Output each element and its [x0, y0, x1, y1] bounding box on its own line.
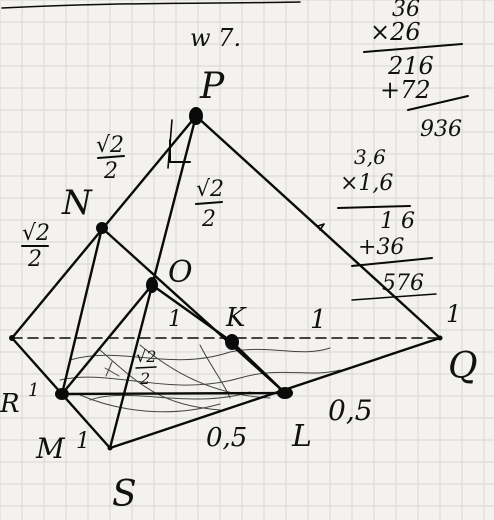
fraction-rn-num: √2: [22, 221, 50, 246]
fraction-pn: √2 2: [96, 133, 125, 184]
fraction-pn-den: 2: [103, 159, 118, 184]
label-m: M: [35, 432, 66, 465]
label-r: R: [0, 389, 20, 419]
calc-b-mult: ×1,6: [340, 171, 393, 196]
calc-a-partial2: +72: [380, 76, 431, 104]
fraction-rn: √2 2: [21, 221, 50, 272]
vertex-r: [9, 335, 15, 341]
calc-b-top: 3,6: [354, 145, 386, 169]
calc-b-result: 576: [382, 271, 424, 296]
calc-b-partial2: +36: [358, 235, 404, 260]
edge-pq: [194, 114, 442, 340]
calc-a-partial1: 216: [387, 52, 434, 80]
edge-length-labels: 1 1 1 1 1 0,5 0,5: [28, 300, 461, 454]
vertex-l: [277, 387, 293, 399]
calc-a-mult: ×26: [370, 18, 421, 46]
label-lq: 0,5: [328, 394, 373, 427]
edge-nm: [60, 226, 104, 396]
label-m-side: 1: [76, 429, 90, 454]
vertex-k: [225, 334, 239, 350]
label-sl: 0,5: [206, 423, 247, 453]
calc-a-result: 936: [420, 117, 462, 142]
fraction-po-num: √2: [196, 177, 224, 202]
label-q-corner: 1: [446, 300, 461, 328]
edge-n-to-p-tick2: [167, 119, 173, 169]
vertex-dots: [9, 107, 443, 451]
label-p: P: [199, 66, 225, 107]
edge-pq-arrow: [317, 223, 325, 231]
vertex-p: [189, 107, 203, 125]
vertex-n: [96, 222, 108, 234]
fraction-base: √2 2: [135, 347, 157, 388]
base-shading: [59, 344, 341, 413]
fraction-rn-den: 2: [27, 247, 42, 272]
label-o: O: [168, 255, 193, 290]
label-n: N: [61, 183, 93, 223]
fraction-base-den: 2: [139, 369, 150, 388]
label-n-edge: 1: [168, 307, 182, 332]
calc-b-partial1: 1 6: [380, 209, 415, 234]
header-label: w 7.: [190, 24, 241, 52]
calculation-a: 36 ×26 216 +72 936: [363, 0, 469, 142]
vertex-q: [437, 335, 443, 341]
calc-a-top: 36: [392, 0, 420, 22]
fraction-pn-num: √2: [96, 133, 124, 158]
label-kq: 1: [310, 305, 327, 335]
fraction-po: √2 2: [195, 177, 224, 232]
vertex-labels: w 7. P N O K R M S L Q: [0, 24, 478, 515]
edge-ok: [150, 283, 234, 344]
edge-po-height: [151, 115, 197, 286]
fraction-base-num: √2: [136, 347, 156, 366]
calculation-b: 3,6 ×1,6 1 6 +36 576: [337, 145, 437, 301]
fraction-po-den: 2: [201, 207, 216, 232]
label-l: L: [291, 419, 312, 454]
top-scribble: [1, 1, 301, 9]
edge-ml: [60, 391, 287, 396]
vertex-m: [55, 388, 69, 400]
label-q: Q: [448, 346, 478, 387]
label-r-side: 1: [28, 380, 39, 401]
vertex-o: [146, 277, 158, 293]
label-s: S: [112, 474, 137, 515]
edge-nl: [100, 226, 287, 395]
label-k: K: [225, 303, 247, 333]
edge-om: [60, 283, 154, 396]
vertex-s: [107, 445, 113, 451]
